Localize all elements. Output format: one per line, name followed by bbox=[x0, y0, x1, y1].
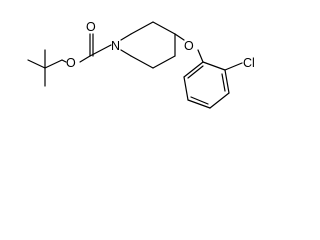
chlorine-label: Cl bbox=[243, 56, 255, 70]
tert-butyl-group bbox=[27, 49, 63, 87]
bond-ar-4-5 bbox=[187, 99, 211, 109]
bond-ar-1-2 bbox=[202, 61, 226, 71]
piperidine-ring bbox=[120, 21, 176, 69]
bond-ar-2-3 bbox=[224, 69, 230, 94]
bond-c5-c6 bbox=[152, 55, 176, 69]
bond-ester-oxygen-carbonyl bbox=[79, 55, 91, 63]
bond-ring-ether-oxygen bbox=[174, 33, 185, 41]
structure-canvas: O O N O Cl bbox=[0, 0, 292, 127]
bond-c6-c7 bbox=[130, 55, 154, 69]
bond-c3-c4 bbox=[152, 21, 176, 35]
bond-ar-3-4 bbox=[209, 92, 230, 109]
bond-c7-n bbox=[120, 49, 132, 57]
carbamate-group bbox=[61, 33, 112, 63]
ester-oxygen-label: O bbox=[66, 56, 76, 70]
bond-ar-inner-double-c bbox=[187, 65, 204, 79]
ring-nitrogen-label: N bbox=[111, 39, 120, 53]
bond-tbu-quaternary-carbon bbox=[44, 59, 63, 69]
bond-c2-c3 bbox=[130, 21, 154, 35]
ether-oxygen-label: O bbox=[184, 39, 194, 53]
bond-n-c2 bbox=[120, 33, 132, 41]
bond-ar-6-1 bbox=[183, 61, 204, 78]
ether-linkage bbox=[174, 33, 204, 63]
bond-tbu-methyl-left bbox=[27, 59, 46, 69]
bond-ar-inner-double-b bbox=[190, 96, 209, 105]
bond-ether-oxygen-aryl bbox=[197, 49, 204, 63]
bond-tbu-ester-oxygen bbox=[61, 59, 67, 63]
carbonyl-oxygen-label: O bbox=[86, 20, 96, 34]
chlorophenyl-ring bbox=[183, 61, 243, 109]
bond-carbonyl-nitrogen bbox=[89, 44, 112, 57]
bond-ar-5-6 bbox=[183, 76, 189, 101]
bond-ar-chlorine bbox=[224, 62, 243, 71]
molecule-diagram: O O N O Cl bbox=[27, 20, 255, 109]
bond-ar-inner-double-a bbox=[221, 73, 226, 92]
